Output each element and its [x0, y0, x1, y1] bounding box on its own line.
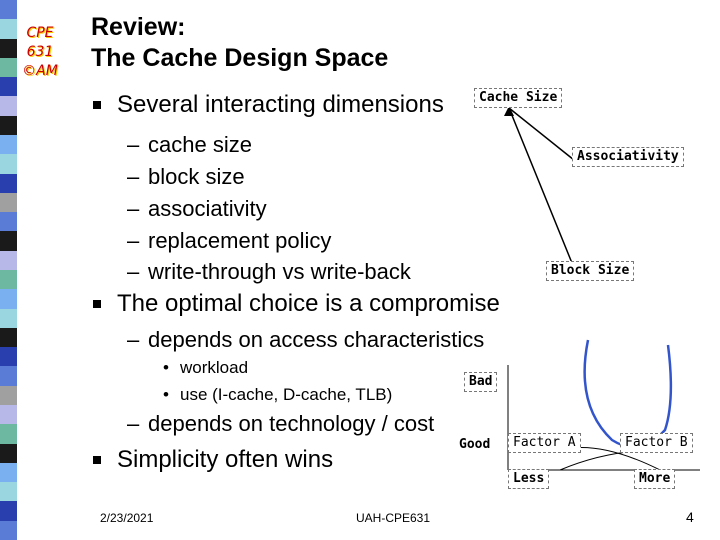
dot-marker: •: [163, 385, 169, 404]
label-factor-b: Factor B: [620, 433, 693, 453]
sub-bullet-cache-size: cache size: [148, 132, 252, 157]
stripe-segment: [0, 385, 17, 406]
logo-line-2: 631: [26, 44, 54, 60]
stripe-segment: [0, 231, 17, 252]
stripe-segment: [0, 19, 17, 40]
sub-bullet-associativity: associativity: [148, 196, 267, 221]
bullet-2-text: The optimal choice is a compromise: [117, 290, 500, 317]
stripe-segment: [0, 366, 17, 387]
stripe-segment: [0, 462, 17, 483]
footer-date: 2/23/2021: [100, 511, 154, 525]
label-more: More: [634, 469, 676, 489]
logo-line-3: ©AM: [22, 63, 58, 79]
dash-marker: –: [127, 228, 140, 253]
stripe-segment: [0, 250, 17, 271]
decorative-stripe-bar: [0, 0, 17, 540]
factor-b-line: [559, 450, 681, 471]
dash-marker: –: [127, 327, 140, 352]
stripe-segment: [0, 289, 17, 310]
dash-marker: –: [127, 164, 140, 189]
course-logo: CPE 631 ©AM: [3, 24, 77, 81]
stripe-segment: [0, 405, 17, 425]
dot-marker: •: [163, 358, 169, 377]
stripe-segment: [0, 308, 17, 329]
sub-sub-bullet-use: use (I-cache, D-cache, TLB): [180, 385, 393, 404]
dash-marker: –: [127, 259, 140, 284]
footer-course: UAH-CPE631: [356, 511, 431, 525]
label-associativity: Associativity: [572, 147, 684, 167]
sub-bullet-replacement-policy: replacement policy: [148, 228, 332, 253]
tradeoff-curve: [583, 339, 673, 449]
sub-sub-bullet-workload: workload: [180, 358, 249, 377]
stripe-segment: [0, 212, 17, 232]
stripe-segment: [0, 192, 17, 213]
bullet-3-text: Simplicity often wins: [117, 446, 334, 473]
sub-bullet-access-characteristics: depends on access characteristics: [148, 327, 485, 352]
stripe-segment: [0, 38, 17, 59]
bullet-marker: [93, 101, 101, 109]
label-bad: Bad: [464, 372, 498, 392]
title-line-2: The Cache Design Space: [91, 44, 389, 72]
stripe-segment: [0, 327, 17, 348]
stripe-segment: [0, 57, 17, 78]
stripe-segment: [0, 0, 17, 20]
axis-line-block-size: [508, 107, 575, 269]
sub-bullet-block-size: block size: [148, 164, 245, 189]
bullet-marker: [93, 456, 101, 464]
stripe-segment: [0, 115, 17, 136]
slide-title: Review: The Cache Design Space: [91, 12, 388, 74]
logo-line-1: CPE: [26, 25, 54, 41]
sub-bullet-technology-cost: depends on technology / cost: [148, 411, 435, 436]
page-number: 4: [686, 509, 694, 525]
label-block-size: Block Size: [546, 261, 635, 281]
stripe-segment: [0, 443, 17, 464]
stripe-segment: [0, 173, 17, 194]
stripe-segment: [0, 424, 17, 445]
label-factor-a: Factor A: [508, 433, 581, 453]
label-good: Good: [459, 437, 491, 452]
dash-marker: –: [127, 132, 140, 157]
axis-line-associativity: [508, 107, 575, 161]
dash-marker: –: [127, 411, 140, 436]
label-less: Less: [508, 469, 550, 489]
bullet-marker: [93, 300, 101, 308]
title-line-1: Review:: [91, 13, 186, 41]
stripe-segment: [0, 77, 17, 97]
bullet-1-text: Several interacting dimensions: [117, 91, 444, 118]
stripe-segment: [0, 270, 17, 290]
stripe-segment: [0, 154, 17, 175]
stripe-segment: [0, 96, 17, 117]
stripe-segment: [0, 501, 17, 522]
stripe-segment: [0, 520, 17, 540]
sub-bullet-write-policy: write-through vs write-back: [148, 259, 411, 284]
stripe-segment: [0, 347, 17, 367]
stripe-segment: [0, 482, 17, 502]
label-cache-size: Cache Size: [474, 88, 563, 108]
stripe-segment: [0, 135, 17, 155]
dash-marker: –: [127, 196, 140, 221]
